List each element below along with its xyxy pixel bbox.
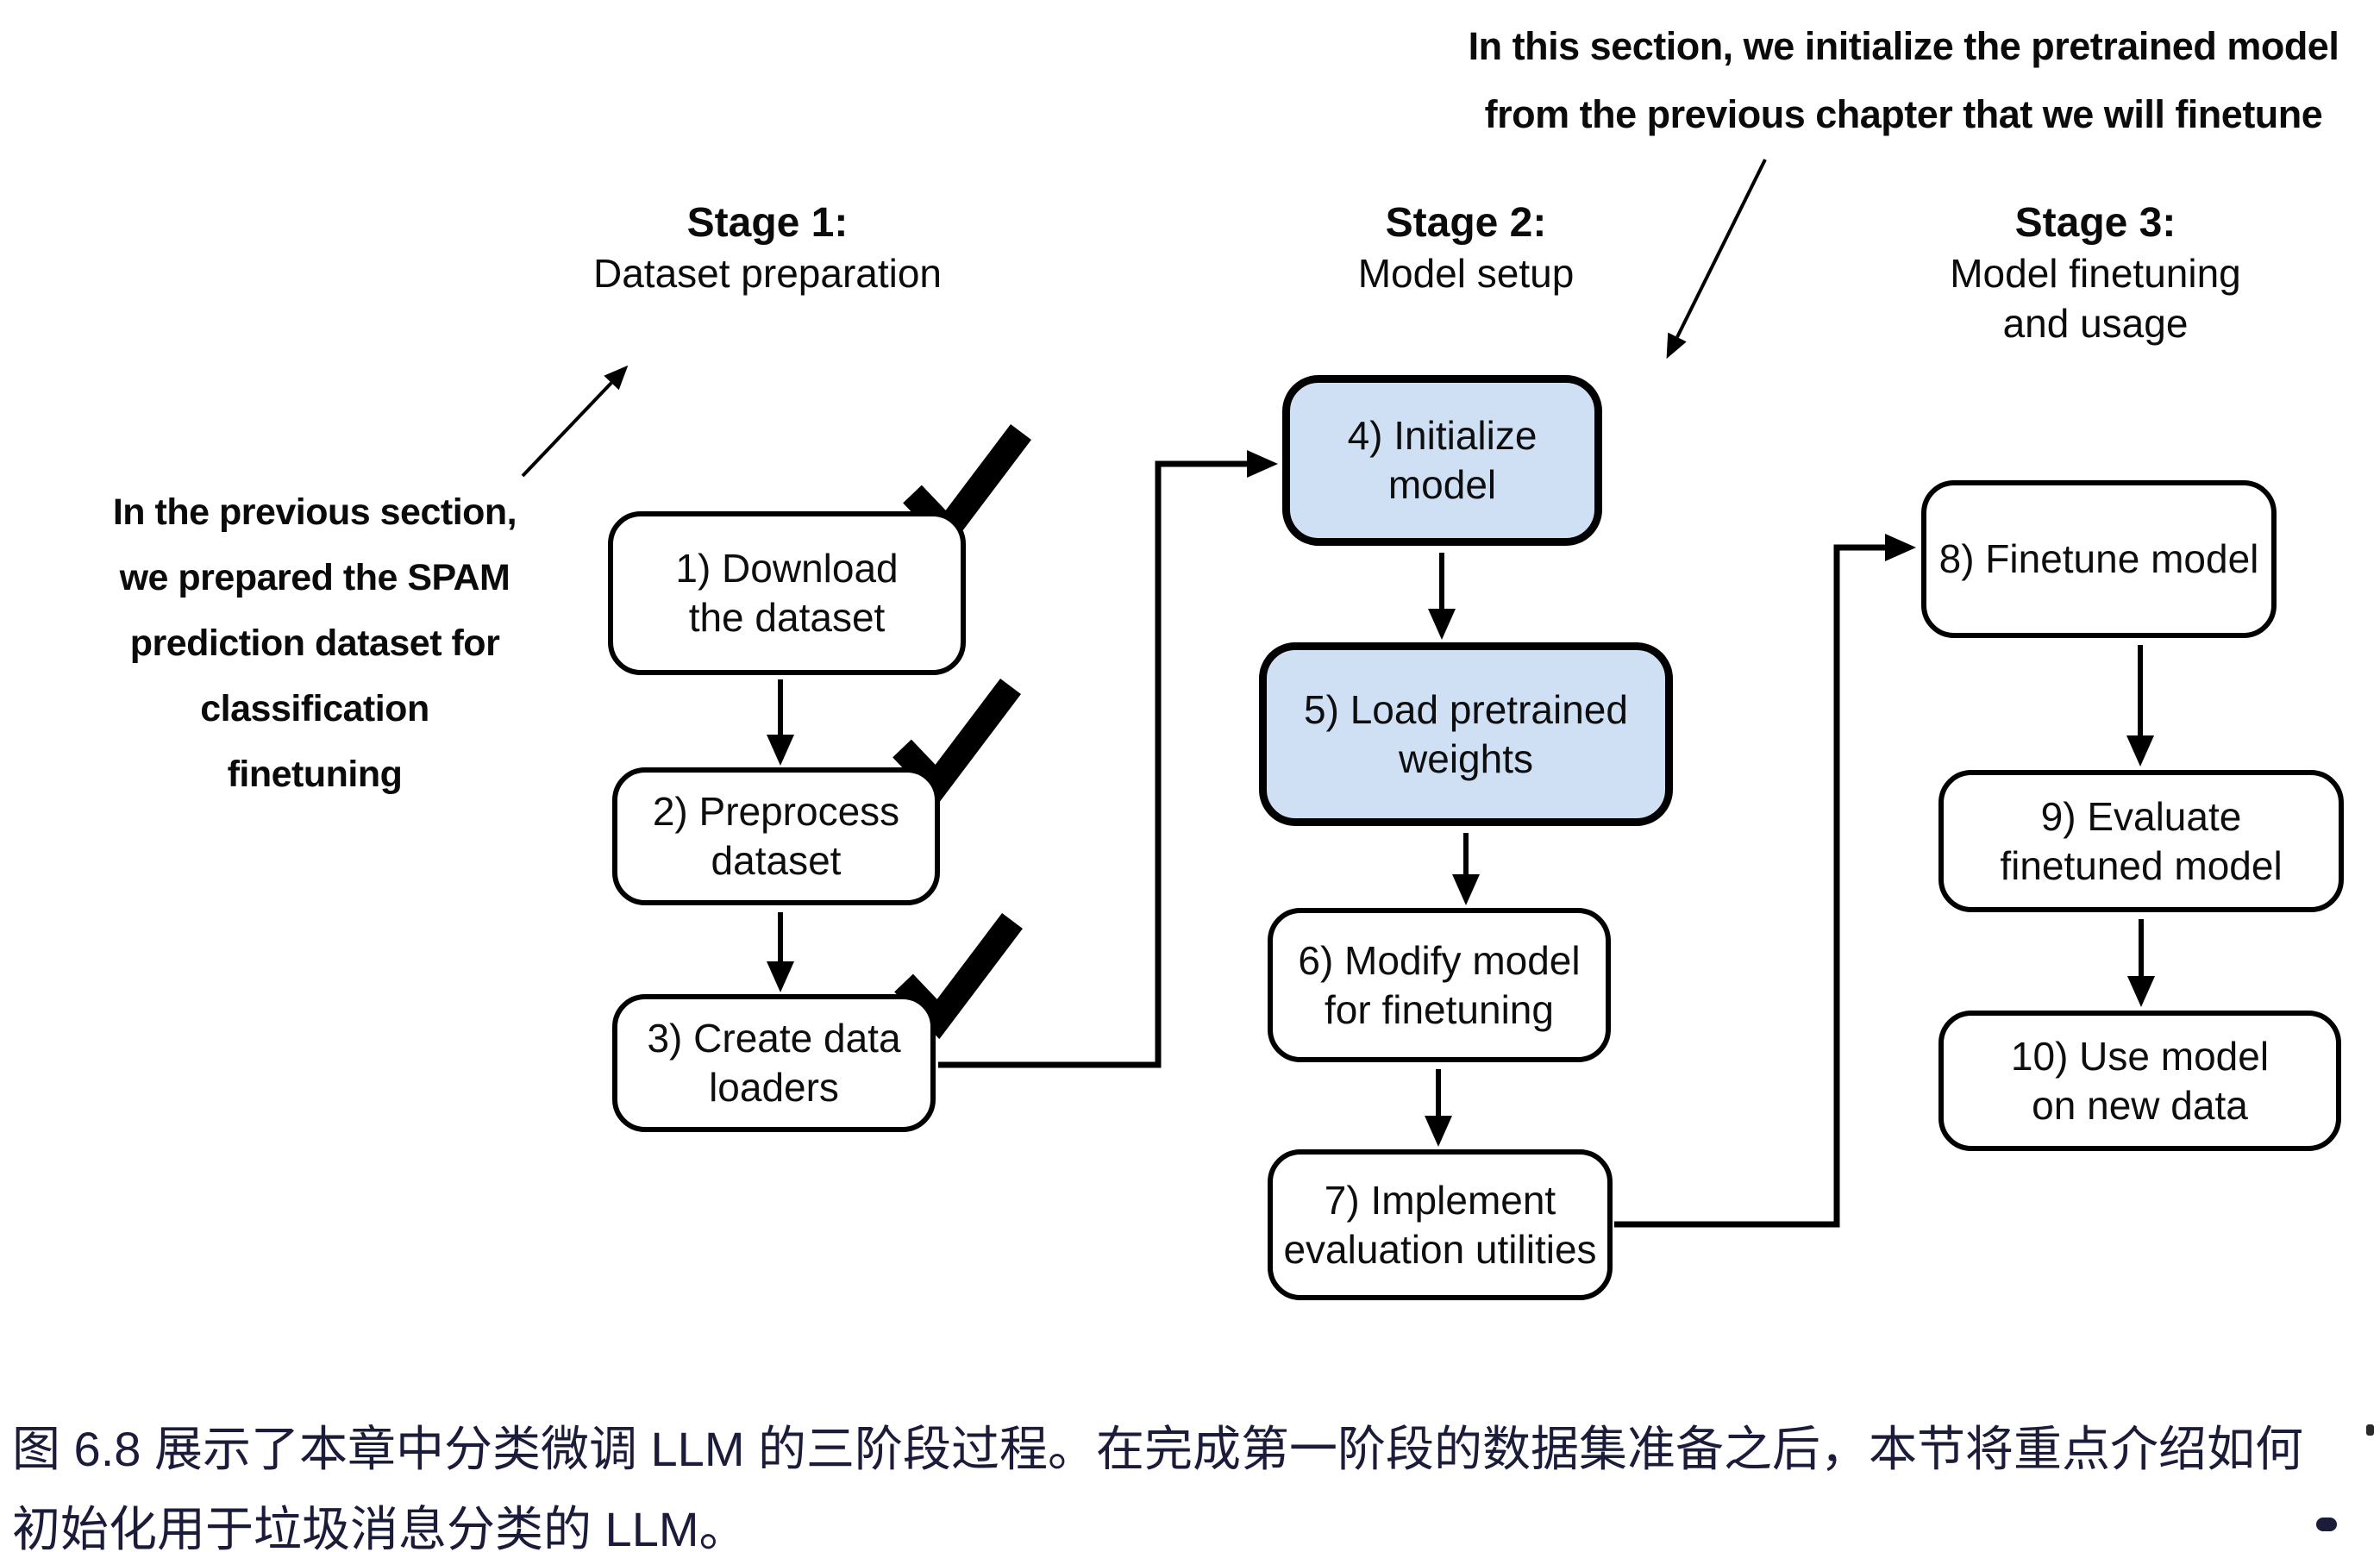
left-note-arrow (521, 365, 629, 478)
box-label: the dataset (688, 595, 886, 640)
box-label: 8) Finetune model (1938, 536, 2259, 581)
connector-box3-box4 (938, 450, 1278, 1068)
flow-box-load-pretrained-weights: 5) Load pretrained weights (1259, 642, 1673, 826)
flow-box-modify-model: 6) Modify model for finetuning (1268, 908, 1611, 1062)
flow-box-download-dataset: 1) Download the dataset (608, 511, 966, 675)
box-label: 10) Use model (2010, 1033, 2270, 1079)
flow-box-initialize-model: 4) Initialize model (1282, 375, 1602, 546)
flow-box-finetune-model: 8) Finetune model (1921, 480, 2277, 638)
box-label: 6) Modify model (1298, 937, 1581, 983)
flow-box-evaluate-finetuned-model: 9) Evaluate finetuned model (1938, 770, 2344, 912)
box-label: 7) Implement (1324, 1177, 1556, 1223)
flow-box-implement-evaluation-utilities: 7) Implement evaluation utilities (1268, 1149, 1613, 1300)
stray-mark (2316, 1518, 2337, 1531)
stage1-subtitle: Dataset preparation (592, 251, 943, 296)
left-annotation-line: we prepared the SPAM (119, 557, 510, 598)
box-label: on new data (2032, 1082, 2248, 1128)
stage3-title: Stage 3: (2014, 200, 2176, 246)
box-label: 5) Load pretrained (1304, 686, 1628, 732)
stage3-subtitle: Model finetuning (1950, 251, 2241, 296)
box-label: 4) Initialize (1347, 413, 1538, 458)
stage3-heading: Stage 3: Model finetuning and usage (1858, 198, 2333, 348)
box-label: 9) Evaluate (2040, 793, 2242, 839)
stage1-heading: Stage 1: Dataset preparation (530, 198, 1005, 298)
left-annotation-line: classification finetuning (200, 688, 429, 795)
left-annotation: In the previous section, we prepared the… (112, 479, 517, 807)
flow-box-use-model-new-data: 10) Use model on new data (1938, 1011, 2341, 1151)
top-annotation: In this section, we initialize the pretr… (1427, 12, 2380, 148)
box-label: weights (1399, 735, 1533, 781)
figure-caption: 图 6.8 展示了本章中分类微调 LLM 的三阶段过程。在完成第一阶段的数据集准… (12, 1409, 2368, 1552)
left-annotation-line: In the previous section, (112, 491, 517, 533)
stray-mark (2366, 1424, 2374, 1436)
box-label: model (1387, 462, 1497, 507)
box-label: for finetuning (1325, 986, 1554, 1032)
box-label: evaluation utilities (1283, 1226, 1597, 1272)
box-label: 2) Preprocess (652, 789, 900, 834)
top-annotation-line: In this section, we initialize the pretr… (1468, 24, 2339, 68)
stage2-heading: Stage 2: Model setup (1229, 198, 1703, 298)
stage1-title: Stage 1: (686, 200, 849, 246)
caption-line: 初始化用于垃圾消息分类的 LLM。 (12, 1502, 748, 1552)
flow-box-preprocess-dataset: 2) Preprocess dataset (612, 767, 940, 905)
stage2-title: Stage 2: (1385, 200, 1547, 246)
flow-box-create-data-loaders: 3) Create data loaders (612, 994, 936, 1132)
stage2-subtitle: Model setup (1357, 251, 1575, 296)
left-annotation-line: prediction dataset for (129, 623, 500, 664)
box-label: 1) Download (675, 546, 899, 591)
top-annotation-line: from the previous chapter that we will f… (1484, 92, 2323, 136)
box-label: 3) Create data (647, 1016, 901, 1061)
caption-line: 图 6.8 展示了本章中分类微调 LLM 的三阶段过程。在完成第一阶段的数据集准… (12, 1422, 2304, 1476)
stage3-subtitle: and usage (2002, 301, 2189, 346)
box-label: finetuned model (2000, 842, 2283, 888)
box-label: loaders (709, 1065, 839, 1110)
box-label: dataset (711, 838, 842, 883)
